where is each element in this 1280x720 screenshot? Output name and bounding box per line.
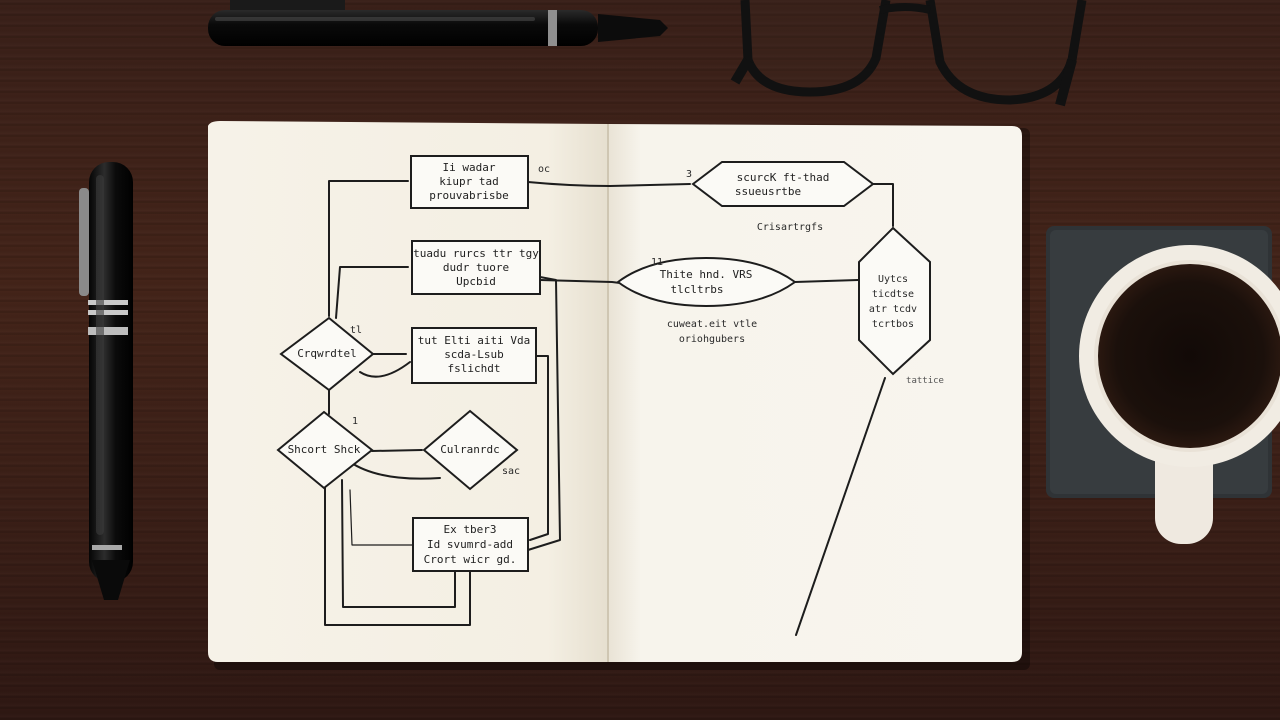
flow-box-1: Ii wadar kiupr tad prouvabrisbe xyxy=(410,155,529,209)
flow-box-2-line1: tuadu rurcs ttr tgy xyxy=(413,247,539,260)
flow-box-2-line3: Upcbid xyxy=(456,275,496,288)
flow-box-3-line2: scda-Lsub xyxy=(444,348,504,361)
flow-box-4: Ex tber3 Id svumrd-add Crort wicr gd. xyxy=(412,517,529,572)
flow-hexagon-top-line1: scurcK ft-thad xyxy=(737,171,830,184)
flow-box-2: tuadu rurcs ttr tgy dudr tuore Upcbid xyxy=(411,240,541,295)
note-11: 11 xyxy=(651,257,663,268)
flow-diamond-3: Culranrdc xyxy=(422,409,519,491)
flow-box-2-line2: dudr tuore xyxy=(443,261,509,274)
left-page-flowchart: Ii wadar kiupr tad prouvabrisbe tuadu ru… xyxy=(276,155,691,626)
flow-diamond-1-label: Crqwrdtel xyxy=(297,347,357,360)
flow-box-4-line1: Ex tber3 xyxy=(444,523,497,536)
tall-hexagon-line4: tcrtbos xyxy=(872,319,914,330)
hexagon-top-caption: Crisartrgfs xyxy=(757,222,823,233)
flow-box-1-line2: kiupr tad xyxy=(439,175,499,188)
coffee-mug xyxy=(1079,245,1280,544)
notebook xyxy=(208,121,1022,662)
tall-hexagon-line1: Uytcs xyxy=(878,274,908,285)
flow-box-4-line3: Crort wicr gd. xyxy=(424,553,517,566)
flow-box-3-line3: fslichdt xyxy=(448,362,501,375)
right-page-flowchart: scurcK ft-thad ssueusrtbe Crisartrgfs 3 … xyxy=(616,161,944,636)
flow-oval-line2: tlcltrbs xyxy=(671,283,724,296)
flow-box-1-line3: prouvabrisbe xyxy=(429,189,508,202)
pen-left xyxy=(79,162,133,600)
tall-hexagon-line2: ticdtse xyxy=(872,289,914,300)
flow-diamond-3-label: Culranrdc xyxy=(440,443,500,456)
flow-hexagon-top-line2: ssueusrtbe xyxy=(735,185,801,198)
note-sac: sac xyxy=(502,466,520,477)
flow-oval-line1: Thite hnd. VRS xyxy=(660,268,753,281)
flow-diamond-1: Crqwrdtel xyxy=(279,316,375,392)
oval-caption-line1: cuweat.eit vtle xyxy=(667,319,757,330)
flow-diamond-2-label: Shcort Shck xyxy=(288,443,361,456)
flow-box-4-line2: Id svumrd-add xyxy=(427,538,513,551)
tall-hexagon-line3: atr tcdv xyxy=(869,304,917,315)
flow-oval: Thite hnd. VRS tlcltrbs xyxy=(616,256,797,308)
flow-tall-hexagon: Uytcs ticdtse atr tcdv tcrtbos xyxy=(858,226,931,376)
glasses xyxy=(730,0,1087,107)
tall-hexagon-caption: tattice xyxy=(906,376,944,386)
note-tl: tl xyxy=(350,325,362,336)
flow-box-3-line1: tut Elti aiti Vda xyxy=(418,334,531,347)
flow-diamond-2: Shcort Shck xyxy=(276,410,374,490)
flow-box-1-line1: Ii wadar xyxy=(443,161,496,174)
pen-top xyxy=(208,0,668,46)
flow-box-3: tut Elti aiti Vda scda-Lsub fslichdt xyxy=(411,327,537,384)
note-1: 1 xyxy=(352,416,358,427)
flow-hexagon-top: scurcK ft-thad ssueusrtbe xyxy=(691,161,875,207)
oval-caption-line2: oriohgubers xyxy=(679,334,745,345)
note-oc: oc xyxy=(538,164,550,175)
note-3: 3 xyxy=(686,169,692,180)
